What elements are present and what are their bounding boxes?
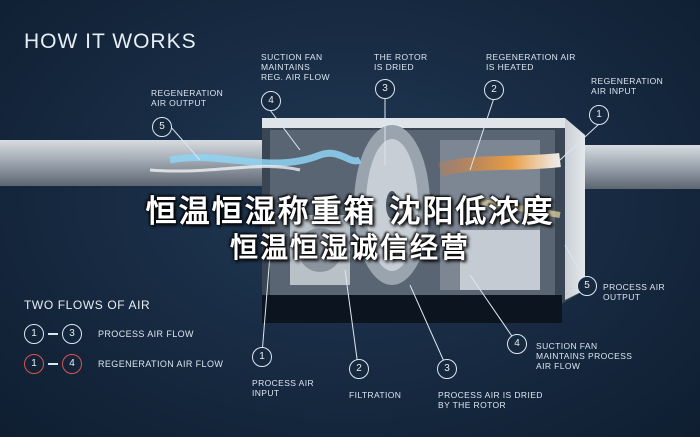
label-suction-fan-regeneration: SUCTION FAN MAINTAINS REG. AIR FLOW xyxy=(261,52,330,82)
legend-title: TWO FLOWS OF AIR xyxy=(24,298,151,312)
label-process-air-input: PROCESS AIR INPUT xyxy=(252,378,315,398)
callout-rotor-dried: 3 xyxy=(375,79,395,99)
label-regeneration-air-output: REGENERATION AIR OUTPUT xyxy=(151,88,224,108)
callout-process-input: 1 xyxy=(252,347,272,367)
label-filtration: FILTRATION xyxy=(349,390,402,400)
overlay-caption-line1: 恒温恒湿称重箱 沈阳低浓度 xyxy=(145,194,555,230)
callout-suction-fan-process: 4 xyxy=(507,334,527,354)
page-title: HOW IT WORKS xyxy=(24,30,197,53)
legend-process-from: 1 xyxy=(24,324,44,344)
callout-suction-fan-regeneration: 4 xyxy=(261,91,281,111)
overlay-caption-line2: 恒温恒湿诚信经营 xyxy=(229,231,470,264)
legend-regeneration-label: REGENERATION AIR FLOW xyxy=(98,359,224,369)
legend-dash xyxy=(48,333,58,335)
callout-filtration: 2 xyxy=(349,359,369,379)
callout-process-output: 5 xyxy=(577,276,597,296)
label-process-air-output: PROCESS AIR OUTPUT xyxy=(603,282,666,302)
label-process-air-dried: PROCESS AIR IS DRIED BY THE ROTOR xyxy=(438,390,543,410)
callout-regeneration-heated: 2 xyxy=(484,80,504,100)
label-regeneration-heated: REGENERATION AIR IS HEATED xyxy=(486,52,576,72)
leader-lines xyxy=(169,97,600,367)
legend-row-process: 1 3 PROCESS AIR FLOW xyxy=(24,323,194,345)
callout-regeneration-output: 5 xyxy=(152,117,172,137)
legend-process-label: PROCESS AIR FLOW xyxy=(98,329,194,339)
label-suction-fan-process: SUCTION FAN MAINTAINS PROCESS AIR FLOW xyxy=(536,341,633,371)
legend-regeneration-from: 1 xyxy=(24,354,44,374)
callout-process-dried: 3 xyxy=(437,359,457,379)
legend-row-regeneration: 1 4 REGENERATION AIR FLOW xyxy=(24,353,223,375)
label-regeneration-air-input: REGENERATION AIR INPUT xyxy=(591,76,664,96)
callout-regeneration-input: 1 xyxy=(589,105,609,125)
legend-regeneration-to: 4 xyxy=(62,354,82,374)
legend-dash xyxy=(48,363,58,365)
label-rotor-dried: THE ROTOR IS DRIED xyxy=(374,52,428,72)
legend-process-to: 3 xyxy=(62,324,82,344)
